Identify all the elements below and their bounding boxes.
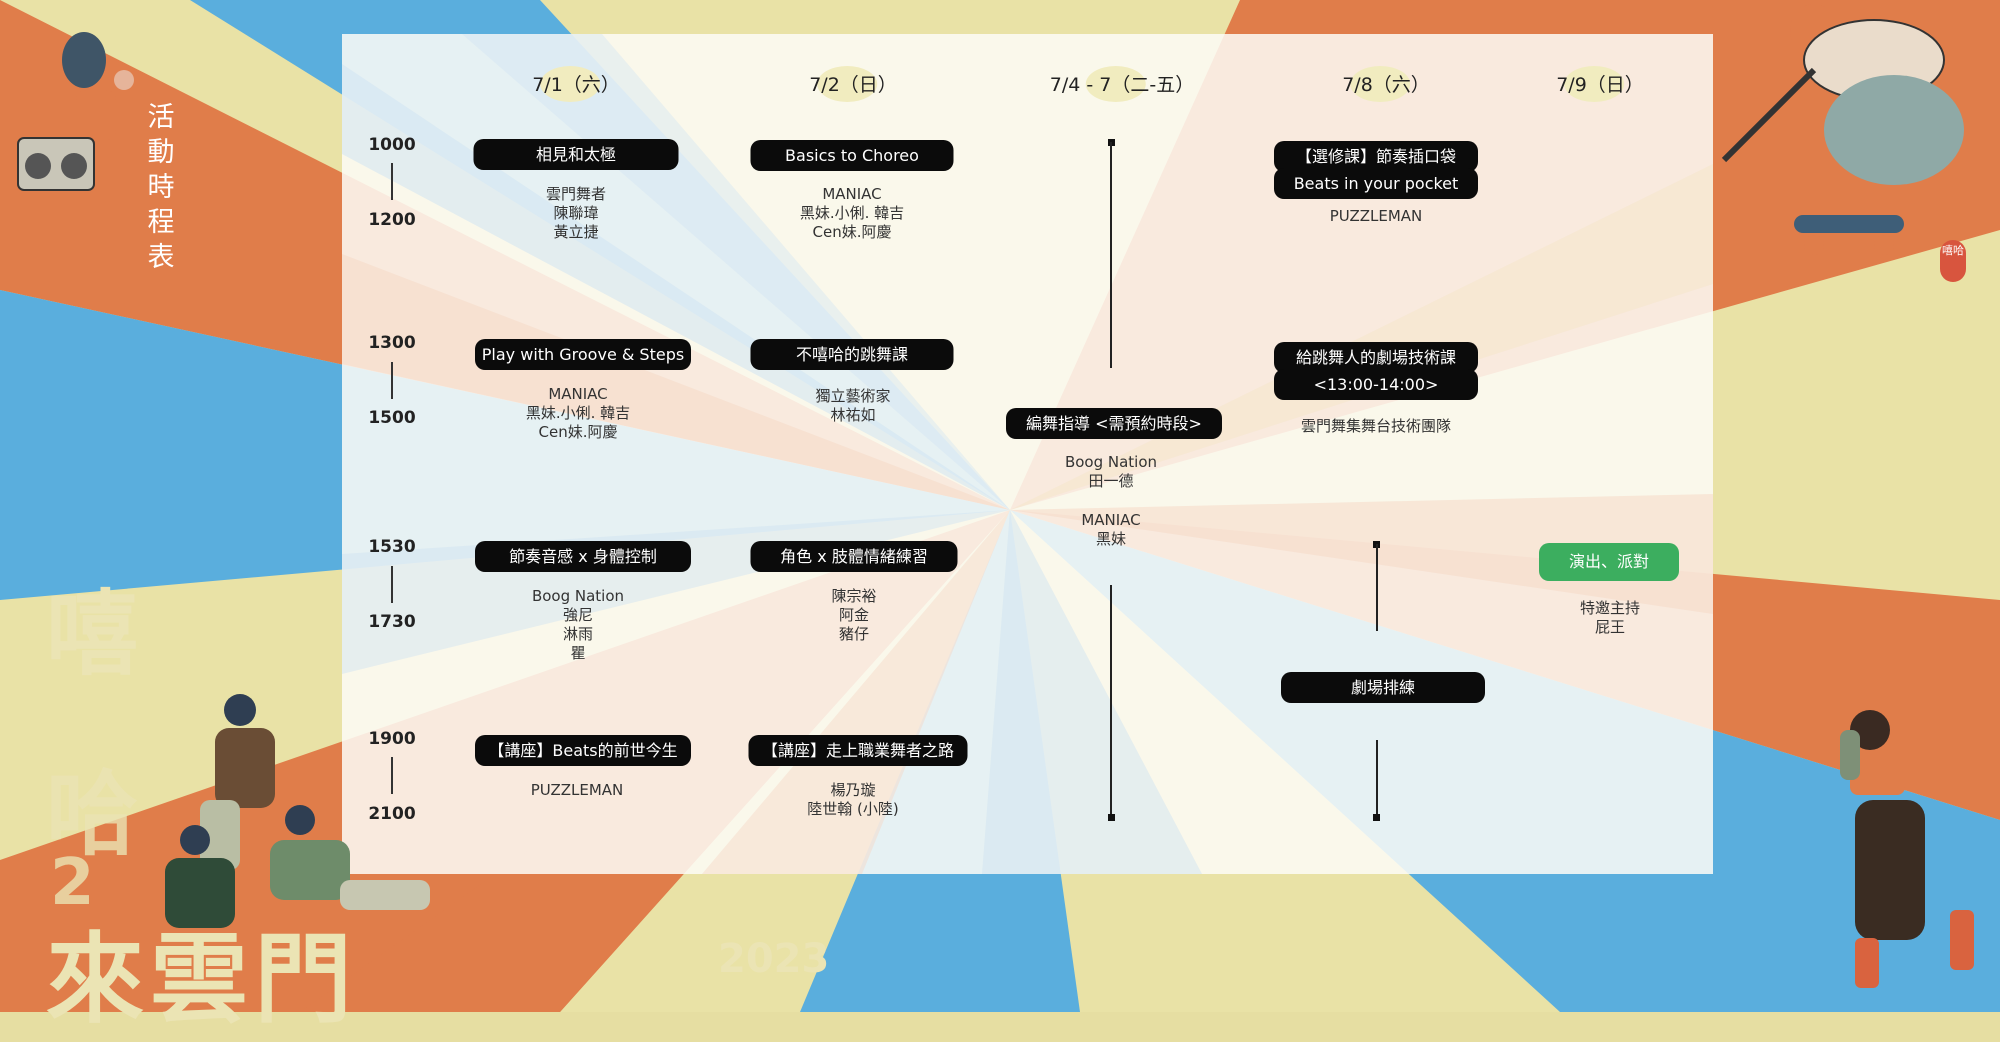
dancer-right-illustration xyxy=(1840,710,1974,988)
timeline-line xyxy=(1110,585,1112,818)
event-pill[interactable]: 【選修課】節奏插口袋 xyxy=(1274,141,1478,172)
side-title-char: 時 xyxy=(147,172,175,203)
event-pill[interactable]: 不嘻哈的跳舞課 xyxy=(750,339,954,370)
event-names: 楊乃璇陸世翰 (小陸) xyxy=(807,781,899,818)
event-names: 雲門舞者陳聯瑋黃立捷 xyxy=(545,185,607,241)
poster-title-year: 2023 xyxy=(718,936,830,982)
time-end: 1500 xyxy=(368,408,416,428)
timeline-line xyxy=(1376,544,1378,631)
event-pill[interactable]: 相見和太極 xyxy=(473,139,679,170)
event-pill[interactable]: 【講座】走上職業舞者之路 xyxy=(748,735,968,766)
day-header: 7/4 - 7（二-五） xyxy=(1050,66,1194,102)
time-end: 2100 xyxy=(368,804,416,824)
event-pill-highlight[interactable]: 演出、派對 xyxy=(1539,543,1679,581)
time-start: 1530 xyxy=(368,537,416,557)
day-header: 7/9（日） xyxy=(1556,66,1644,102)
time-connector xyxy=(391,757,393,794)
side-title-char: 活 xyxy=(147,102,175,133)
side-title: 活 動 時 程 表 xyxy=(146,100,176,275)
timeline-line xyxy=(1376,740,1378,818)
event-pill[interactable]: Play with Groove & Steps xyxy=(475,339,691,370)
event-names: PUZZLEMAN xyxy=(1329,207,1423,225)
event-names: PUZZLEMAN xyxy=(530,781,624,799)
group-dancers-illustration xyxy=(165,694,430,928)
event-pill[interactable]: 節奏音感 x 身體控制 xyxy=(475,541,691,572)
poster-title-line1: 嘻 xyxy=(46,581,139,688)
event-pill[interactable]: Basics to Choreo xyxy=(750,140,954,171)
time-connector xyxy=(391,566,393,603)
event-pill[interactable]: 【講座】Beats的前世今生 xyxy=(475,735,691,766)
seal-stamp: 嘻哈 xyxy=(1940,240,1966,282)
timeline-line xyxy=(1110,142,1112,368)
skater-illustration xyxy=(1721,4,1964,255)
event-pill[interactable]: Beats in your pocket xyxy=(1274,168,1478,199)
time-end: 1200 xyxy=(368,210,416,230)
day-header: 7/1（六） xyxy=(532,66,620,102)
event-pill[interactable]: 編舞指導 <需預約時段> xyxy=(1006,408,1222,439)
time-connector xyxy=(391,163,393,200)
poster-title-line3: 2 xyxy=(50,846,95,920)
dancer-boombox-illustration xyxy=(17,32,134,191)
event-names: 獨立藝術家林祐如 xyxy=(815,387,891,424)
side-title-char: 表 xyxy=(147,242,175,273)
event-pill[interactable]: <13:00-14:00> xyxy=(1274,369,1478,400)
timeline-endpoint xyxy=(1108,814,1115,821)
poster-title-line2: 哈 xyxy=(46,761,139,868)
event-pill[interactable]: 角色 x 肢體情緒練習 xyxy=(750,541,958,572)
time-start: 1900 xyxy=(368,729,416,749)
side-title-char: 程 xyxy=(147,207,175,238)
event-names: 雲門舞集舞台技術團隊 xyxy=(1300,417,1452,435)
day-header: 7/8（六） xyxy=(1342,66,1430,102)
timeline-endpoint xyxy=(1373,814,1380,821)
event-names: 陳宗裕阿金豬仔 xyxy=(831,587,877,643)
side-title-char: 動 xyxy=(147,137,175,168)
time-start: 1000 xyxy=(368,135,416,155)
event-pill[interactable]: 給跳舞人的劇場技術課 xyxy=(1274,342,1478,373)
time-start: 1300 xyxy=(368,333,416,353)
time-end: 1730 xyxy=(368,612,416,632)
time-connector xyxy=(391,362,393,399)
day-header: 7/2（日） xyxy=(809,66,897,102)
event-names: 特邀主持屁王 xyxy=(1579,599,1641,636)
event-pill[interactable]: 劇場排練 xyxy=(1281,672,1485,703)
